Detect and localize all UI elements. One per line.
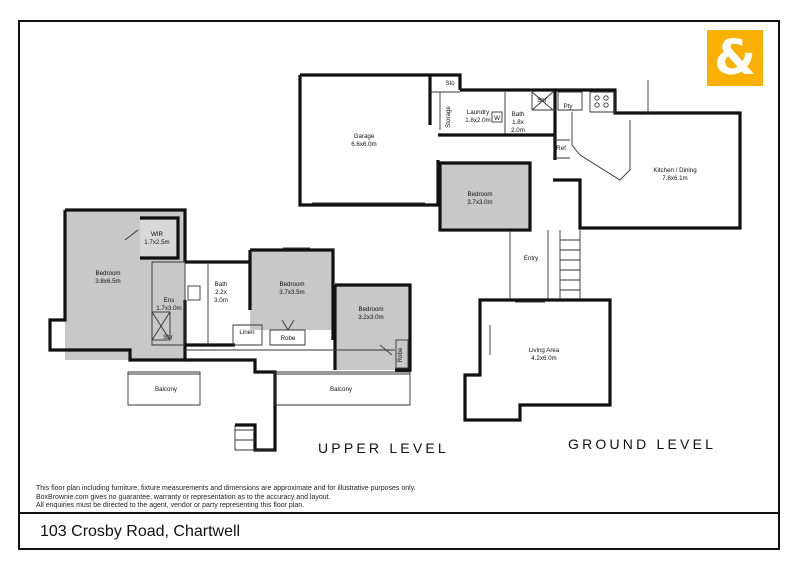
bedroom-2-fill bbox=[250, 250, 333, 330]
ens-size: 1.7x3.0m bbox=[156, 305, 181, 312]
ground-bath-size: 1.8x bbox=[512, 119, 525, 126]
wir-walls bbox=[140, 216, 180, 260]
upper-bath-size2: 3.0m bbox=[214, 297, 228, 304]
laundry-size: 1.8x2.0m bbox=[465, 117, 490, 124]
robe-2-label: Robe bbox=[397, 347, 404, 362]
living-name: Living Area bbox=[529, 347, 560, 354]
main-bedroom-name: Bedroom bbox=[95, 270, 120, 277]
ground-bedroom-fill bbox=[440, 163, 530, 228]
bedroom-2-size: 3.7x3.5m bbox=[279, 289, 304, 296]
bedroom-3-name: Bedroom bbox=[358, 306, 383, 313]
main-bedroom-size: 3.8x6.5m bbox=[95, 278, 120, 285]
garage-size: 6.6x6.0m bbox=[351, 141, 376, 148]
ground-bedroom-size: 3.7x3.0m bbox=[467, 199, 492, 206]
ground-level-heading: GROUND LEVEL bbox=[568, 436, 717, 452]
disclaimer-line: BoxBrownie.com gives no guarantee, warra… bbox=[36, 493, 331, 501]
disclaimer-line: This floor plan including furniture, fix… bbox=[36, 485, 416, 492]
wir-name: WIR bbox=[151, 231, 164, 238]
upper-bath-name: Bath bbox=[215, 281, 228, 288]
bedroom-3-size: 3.2x3.0m bbox=[358, 314, 383, 321]
logo-ampersand: & bbox=[714, 30, 756, 86]
main-bedroom-walls bbox=[48, 208, 187, 362]
balcony-right-label: Balcony bbox=[330, 386, 353, 393]
balcony-right-outline bbox=[274, 371, 411, 406]
pty-label: Pty bbox=[564, 103, 574, 110]
garage-name: Garage bbox=[354, 133, 375, 140]
kitchen-walls bbox=[553, 88, 742, 230]
linen-label: Linen bbox=[239, 329, 255, 336]
ens-name: Ens bbox=[164, 297, 175, 304]
ground-bath-size2: 2.0m bbox=[511, 127, 525, 134]
kitchen-name: Kitchen / Dining bbox=[653, 167, 697, 174]
living-walls bbox=[463, 298, 612, 422]
garage-walls bbox=[298, 73, 440, 207]
upper-shr-label: Shr bbox=[163, 334, 173, 341]
upper-level-heading: UPPER LEVEL bbox=[318, 440, 449, 456]
disclaimer-line: All enquiries must be directed to the ag… bbox=[36, 502, 305, 510]
bedroom-2-name: Bedroom bbox=[279, 281, 304, 288]
balcony-left-label: Balcony bbox=[155, 386, 178, 393]
property-address: 103 Crosby Road, Chartwell bbox=[40, 523, 241, 540]
upper-bath-size: 2.2x bbox=[215, 289, 228, 296]
hall-walls bbox=[185, 358, 277, 452]
ground-shr-label: Shr bbox=[537, 97, 547, 104]
w-label: W bbox=[494, 115, 500, 122]
entry-label: Entry bbox=[524, 255, 539, 262]
footer-divider bbox=[18, 512, 780, 514]
ground-bath-name: Bath bbox=[512, 111, 525, 118]
wir-size: 1.7x2.5m bbox=[144, 239, 169, 246]
disclaimer: This floor plan including furniture, fix… bbox=[36, 485, 416, 511]
ref-label: Ref bbox=[556, 145, 566, 152]
bedroom-3-walls bbox=[333, 283, 412, 372]
plan-frame bbox=[18, 20, 780, 550]
ground-bedroom-walls bbox=[438, 161, 532, 232]
laundry-name: Laundry bbox=[467, 109, 490, 116]
living-size: 4.2x6.0m bbox=[531, 355, 556, 362]
robe-1-label: Robe bbox=[281, 335, 296, 342]
brand-logo: & bbox=[707, 30, 763, 86]
storage-label: Storage bbox=[445, 106, 452, 128]
kitchen-size: 7.8x6.1m bbox=[662, 175, 687, 182]
bedroom-2-walls bbox=[248, 248, 335, 340]
balcony-left-outline bbox=[127, 371, 201, 406]
bedroom-3-fill bbox=[335, 285, 410, 370]
sto-label: Sto bbox=[445, 80, 455, 87]
sto-walls bbox=[430, 73, 462, 90]
ground-bedroom-name: Bedroom bbox=[467, 191, 492, 198]
